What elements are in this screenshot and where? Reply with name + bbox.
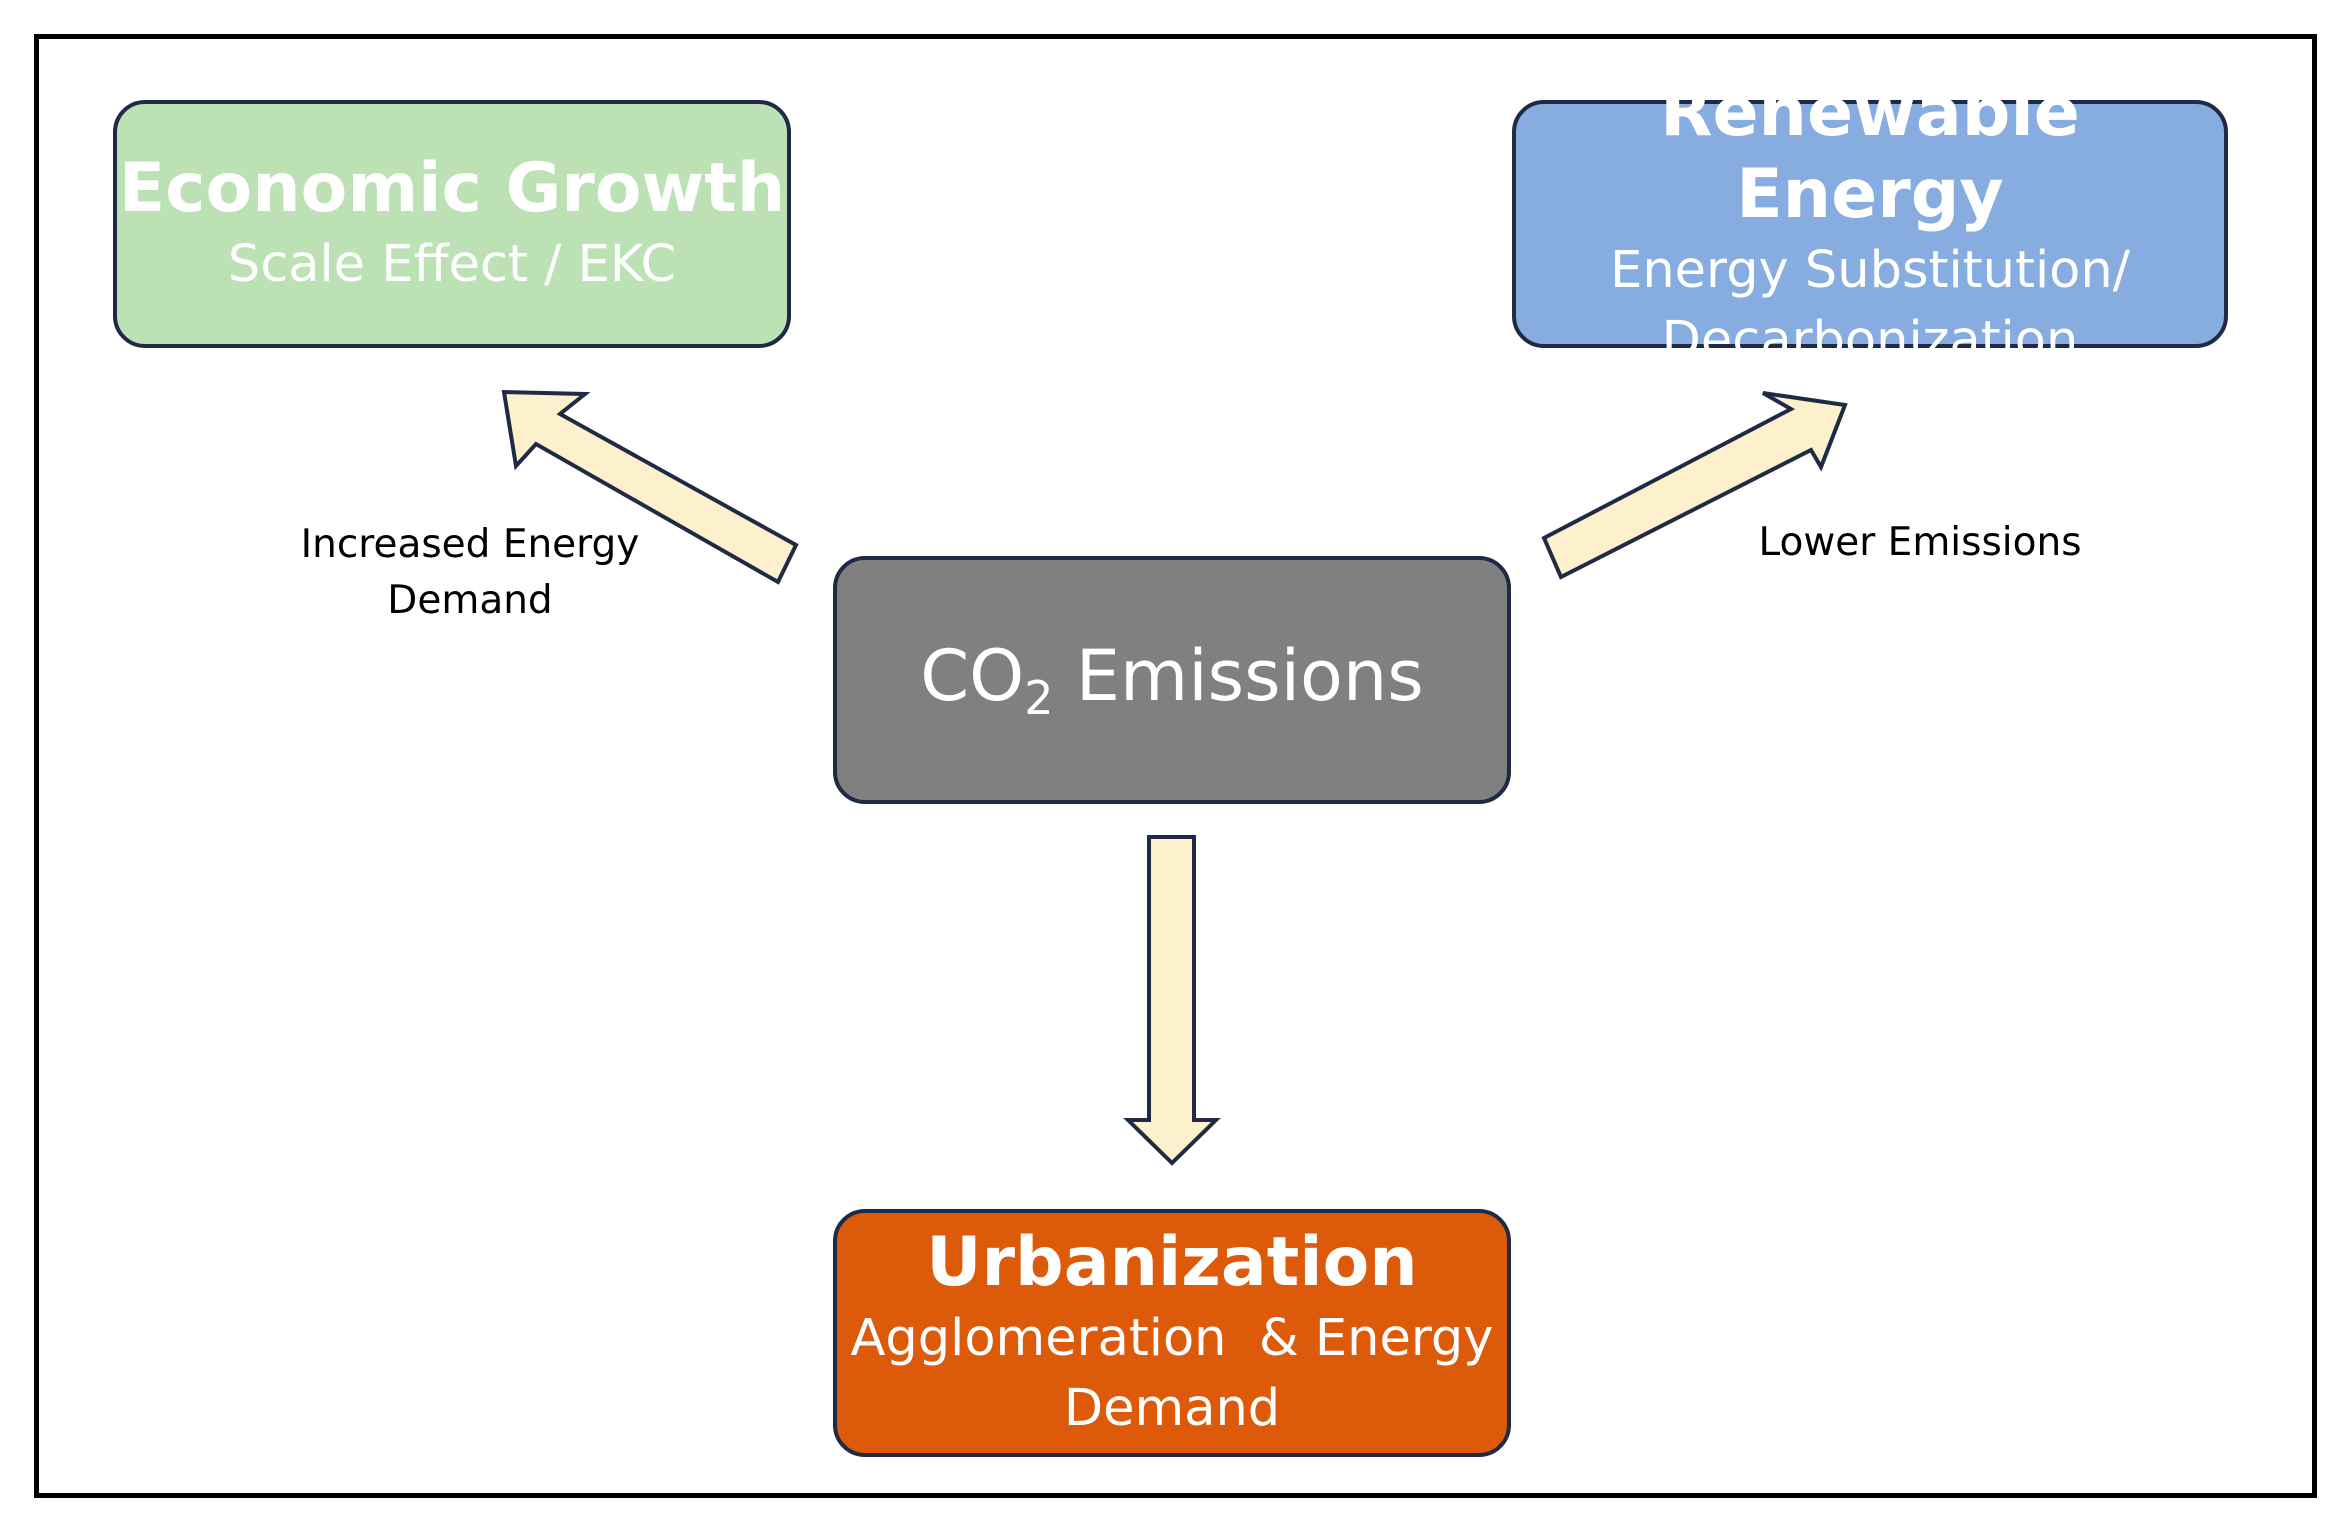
co2-emissions-box: CO2 Emissions <box>833 556 1511 804</box>
economic-growth-title: Economic Growth <box>118 149 786 228</box>
arrow-to-renewable-energy <box>1541 391 1848 580</box>
co2-emissions-title: CO2 Emissions <box>920 635 1424 725</box>
renewable-energy-subtitle-line1: Energy Substitution/ <box>1610 241 2130 300</box>
increased-energy-demand-line2: Demand <box>387 578 553 623</box>
co2-subscript: 2 <box>1024 671 1054 725</box>
renewable-energy-subtitle-line2: Decarbonization <box>1661 311 2079 370</box>
urbanization-subtitle-line1: Agglomeration & Energy <box>850 1309 1494 1368</box>
economic-growth-box: Economic Growth Scale Effect / EKC <box>113 100 791 348</box>
urbanization-subtitle-line2: Demand <box>1063 1379 1281 1438</box>
renewable-energy-box: Renewable Energy Energy Substitution/ De… <box>1512 73 2228 370</box>
increased-energy-demand-line1: Increased Energy <box>300 522 640 567</box>
lower-emissions-label: Lower Emissions <box>1740 515 2100 571</box>
co2-suffix: Emissions <box>1053 635 1424 717</box>
co2-prefix: CO <box>920 635 1025 717</box>
economic-growth-subtitle: Scale Effect / EKC <box>227 235 677 294</box>
renewable-energy-title: Renewable Energy <box>1660 73 2080 234</box>
lower-emissions-text: Lower Emissions <box>1758 520 2082 565</box>
arrow-to-urbanization <box>1123 835 1221 1166</box>
increased-energy-demand-label: Increased Energy Demand <box>290 517 650 629</box>
urbanization-box: Urbanization Agglomeration & Energy Dema… <box>833 1209 1511 1457</box>
urbanization-title: Urbanization <box>926 1223 1418 1302</box>
arrow-to-economic-growth <box>501 389 799 585</box>
